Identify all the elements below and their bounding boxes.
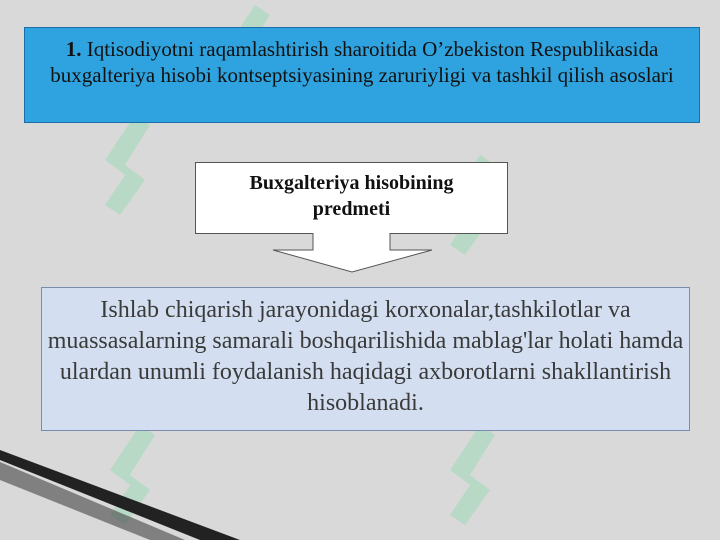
watermark-icon [450, 425, 495, 525]
slide-title: 1. Iqtisodiyotni raqamlashtirish sharoit… [24, 27, 700, 123]
description-text: Ishlab chiqarish jarayonidagi korxonalar… [47, 297, 684, 416]
subject-line-2: predmeti [312, 198, 391, 220]
subject-line-1: Buxgalteriya hisobining [249, 172, 454, 194]
description-box: Ishlab chiqarish jarayonidagi korxonalar… [41, 287, 690, 431]
title-number: 1. [65, 37, 82, 61]
title-text: Iqtisodiyotni raqamlashtirish sharoitida… [50, 37, 674, 87]
down-arrow-icon [272, 233, 433, 273]
watermark-icon [105, 115, 150, 215]
subject-callout: Buxgalteriya hisobining predmeti [195, 162, 508, 234]
corner-decoration [0, 450, 240, 540]
